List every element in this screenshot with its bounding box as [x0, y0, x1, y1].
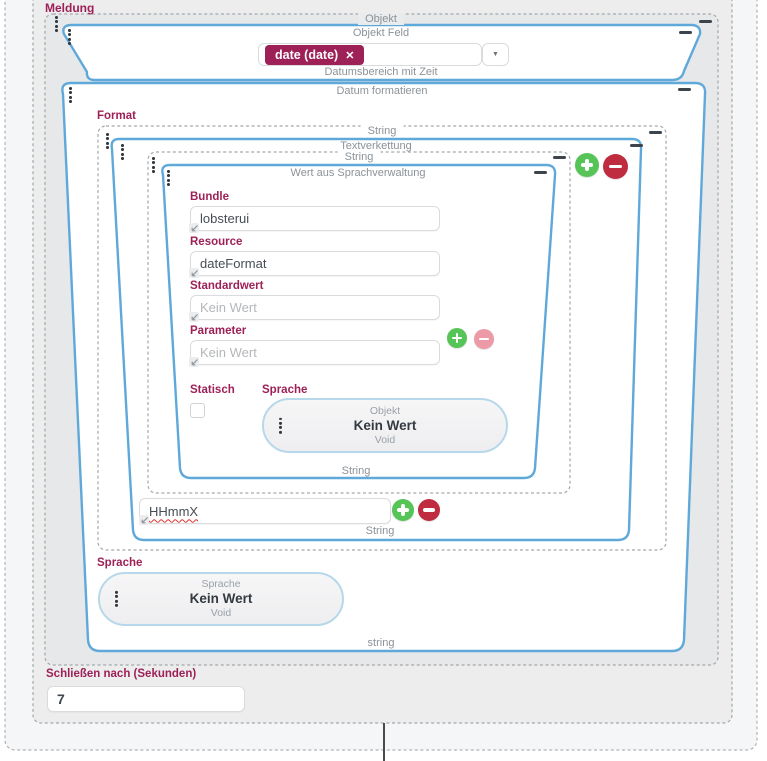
resize-grip-icon[interactable]	[139, 515, 149, 525]
field-chip[interactable]: date (date) ✕	[265, 45, 365, 65]
format-string-group-minimize-icon[interactable]	[649, 131, 662, 134]
pill-type: Sprache	[201, 578, 241, 590]
pill-subtype: Void	[210, 607, 232, 619]
sprachverwaltung-drag-handle[interactable]	[167, 170, 170, 187]
pill-drag-handle[interactable]	[115, 590, 118, 608]
parameter-add-button[interactable]	[447, 328, 467, 348]
objekt-feld-drag-handle[interactable]	[68, 29, 71, 46]
objekt-group-drag-handle[interactable]	[55, 16, 58, 33]
parameter-remove-button[interactable]	[474, 329, 494, 349]
resize-grip-icon[interactable]	[189, 268, 199, 278]
format-pattern-add-button[interactable]	[392, 499, 414, 521]
standardwert-input[interactable]	[190, 295, 440, 320]
flow-connector-line	[383, 723, 385, 761]
textverkettung-minimize-icon[interactable]	[630, 144, 643, 147]
resize-grip-icon[interactable]	[189, 223, 199, 233]
parameter-label: Parameter	[190, 325, 247, 337]
inner-string-group-drag-handle[interactable]	[152, 157, 155, 174]
sprachverwaltung-title: Wert aus Sprachverwaltung	[290, 167, 426, 179]
datum-formatieren-minimize-icon[interactable]	[678, 88, 691, 91]
objekt-feld-dropdown-button[interactable]: ▼	[482, 43, 509, 66]
resize-grip-icon[interactable]	[189, 357, 199, 367]
pill-value: Kein Wert	[189, 591, 253, 606]
sprache-value-pill[interactable]: Objekt Kein Wert Void	[262, 398, 508, 453]
resource-input[interactable]	[190, 251, 440, 276]
standardwert-label: Standardwert	[190, 280, 264, 292]
statisch-label: Statisch	[190, 384, 235, 396]
objekt-feld-type-caption: Datumsbereich mit Zeit	[324, 66, 438, 78]
format-pattern-input[interactable]: HHmmX	[149, 503, 199, 519]
pill-value: Kein Wert	[353, 417, 417, 433]
chevron-down-icon: ▼	[492, 51, 499, 58]
format-string-group-title: String	[360, 125, 404, 137]
chip-close-icon[interactable]: ✕	[345, 49, 355, 62]
pill-subtype: Void	[374, 433, 396, 446]
datum-sprache-label: Sprache	[97, 557, 143, 569]
sprachverwaltung-minimize-icon[interactable]	[534, 171, 547, 174]
objekt-group-title: Objekt	[358, 13, 404, 25]
objekt-feld-title: Objekt Feld	[352, 27, 410, 39]
inner-string-group-minimize-icon[interactable]	[553, 156, 566, 159]
bundle-label: Bundle	[190, 191, 229, 203]
textverkettung-add-button[interactable]	[575, 153, 599, 177]
resize-grip-icon[interactable]	[189, 312, 199, 322]
schliessen-input[interactable]	[47, 686, 245, 712]
resource-label: Resource	[190, 236, 243, 248]
statisch-checkbox[interactable]	[190, 403, 205, 418]
format-label: Format	[97, 110, 136, 122]
textverkettung-drag-handle[interactable]	[121, 144, 124, 161]
bundle-input[interactable]	[190, 206, 440, 231]
textverkettung-remove-button[interactable]	[603, 154, 628, 179]
format-pattern-remove-button[interactable]	[418, 499, 440, 521]
sprachverwaltung-type-caption: String	[341, 465, 371, 477]
textverkettung-title: Textverkettung	[340, 140, 412, 152]
datum-formatieren-drag-handle[interactable]	[69, 87, 72, 104]
datum-sprache-value-pill[interactable]: Sprache Kein Wert Void	[98, 572, 344, 626]
datum-formatieren-title: Datum formatieren	[336, 85, 428, 97]
field-chip-label: date (date)	[275, 48, 339, 62]
format-string-group-drag-handle[interactable]	[106, 133, 109, 150]
textverkettung-type-caption: String	[365, 525, 395, 537]
objekt-feld-minimize-icon[interactable]	[679, 31, 692, 34]
parameter-input[interactable]	[190, 340, 440, 365]
objekt-group-minimize-icon[interactable]	[699, 20, 712, 23]
pill-type: Objekt	[369, 404, 401, 417]
schliessen-label: Schließen nach (Sekunden)	[46, 668, 197, 680]
sprache-label: Sprache	[262, 384, 308, 396]
pill-drag-handle[interactable]	[279, 417, 282, 434]
inner-string-group-title: String	[337, 151, 381, 163]
datum-formatieren-type-caption: string	[367, 637, 395, 649]
meldung-label: Meldung	[45, 1, 95, 15]
